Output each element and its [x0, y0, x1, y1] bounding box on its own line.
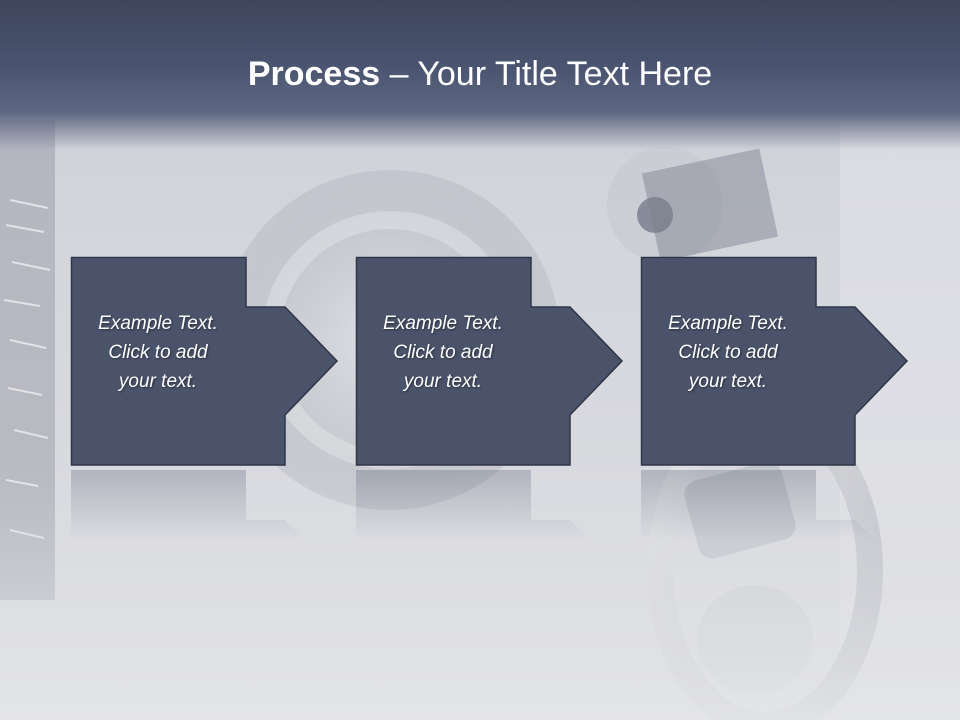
slide-title[interactable]: Process – Your Title Text Here [0, 52, 960, 96]
step-text[interactable]: Example Text. Click to add your text. [668, 313, 788, 392]
title-band [0, 0, 960, 150]
step-reflection [641, 470, 911, 540]
process-step-1[interactable]: Example Text. Click to add your text. [70, 256, 341, 467]
process-step-2[interactable]: Example Text. Click to add your text. [355, 256, 626, 467]
step-text[interactable]: Example Text. Click to add your text. [383, 313, 503, 392]
process-step-3[interactable]: Example Text. Click to add your text. [640, 256, 911, 467]
step-reflection [71, 470, 341, 540]
title-rest: – Your Title Text Here [380, 55, 713, 93]
process-arrow-shape [70, 256, 339, 466]
step-text[interactable]: Example Text. Click to add your text. [98, 313, 218, 392]
title-bold: Process [247, 55, 381, 93]
process-arrow-shape [640, 256, 909, 466]
step-reflection [356, 470, 626, 540]
process-arrow-shape [355, 256, 624, 466]
